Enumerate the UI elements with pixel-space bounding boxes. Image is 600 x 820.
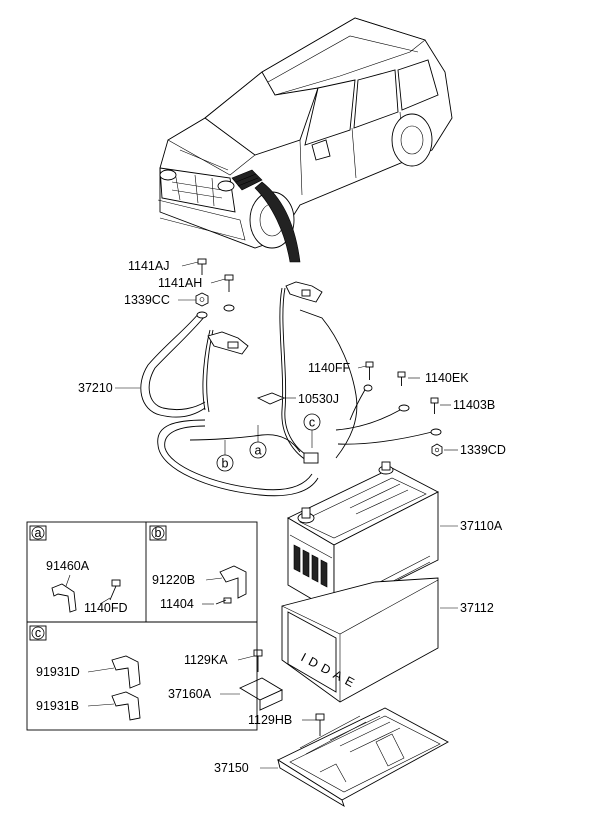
label-37112: 37112 (460, 601, 494, 615)
bolt-1129KA (237, 649, 263, 672)
svg-text:91220B: 91220B (152, 573, 195, 587)
label-1129KA: 1129KA (184, 653, 228, 667)
label-37210: 37210 (78, 381, 113, 395)
clip-10530J (256, 392, 296, 405)
bolt-1141AH (210, 274, 234, 292)
label-1141AH: 1141AH (158, 276, 202, 290)
svg-text:91931D: 91931D (36, 665, 80, 679)
label-10530J: 10530J (298, 392, 339, 406)
battery-insulator-37112: IDDAE (281, 577, 458, 703)
svg-text:b: b (222, 457, 229, 471)
bracket-37160A (220, 677, 283, 711)
svg-text:c: c (309, 416, 315, 430)
detail-c: c 91931D 91931B (29, 625, 141, 721)
svg-text:a: a (255, 444, 262, 458)
nut-1339CC (178, 292, 209, 307)
part-labels: 1141AJ 1141AH 1339CC 37210 1140FF 1140EK… (78, 259, 506, 775)
detail-a: a 91460A 1140FD (29, 525, 128, 615)
callout-a: a (249, 425, 267, 459)
bolt-1140EK (397, 371, 420, 386)
svg-text:91460A: 91460A (46, 559, 90, 573)
detail-b: b 91220B 11404 (149, 525, 247, 611)
bolt-1140FF (357, 361, 374, 380)
svg-text:91931B: 91931B (36, 699, 79, 713)
label-1140FF: 1140FF (308, 361, 351, 375)
label-37110A: 37110A (460, 519, 503, 533)
bolt-1141AJ (181, 258, 207, 275)
svg-text:b: b (155, 526, 162, 540)
label-1141AJ: 1141AJ (128, 259, 169, 273)
battery-37110A (287, 461, 458, 613)
svg-text:a: a (35, 526, 42, 540)
label-1140EK: 1140EK (425, 371, 469, 385)
callout-b: b (216, 440, 234, 472)
callout-c: c (303, 413, 321, 448)
nut-1339CD (431, 443, 458, 457)
svg-text:11404: 11404 (160, 597, 194, 611)
label-37150: 37150 (214, 761, 249, 775)
vehicle-illustration (157, 17, 453, 263)
svg-text:c: c (35, 626, 41, 640)
svg-text:1140FD: 1140FD (84, 601, 128, 615)
detail-legend: a 91460A 1140FD b 91220B 11404 c (26, 521, 258, 731)
bolt-11403B (430, 397, 451, 414)
bolt-1129HB (302, 713, 325, 736)
label-1339CC: 1339CC (124, 293, 170, 307)
battery-tray-37150 (260, 707, 449, 808)
battery-cable-assembly (140, 281, 442, 497)
label-11403B: 11403B (453, 398, 495, 412)
label-1339CD: 1339CD (460, 443, 506, 457)
label-37160A: 37160A (168, 687, 212, 701)
label-1129HB: 1129HB (248, 713, 292, 727)
